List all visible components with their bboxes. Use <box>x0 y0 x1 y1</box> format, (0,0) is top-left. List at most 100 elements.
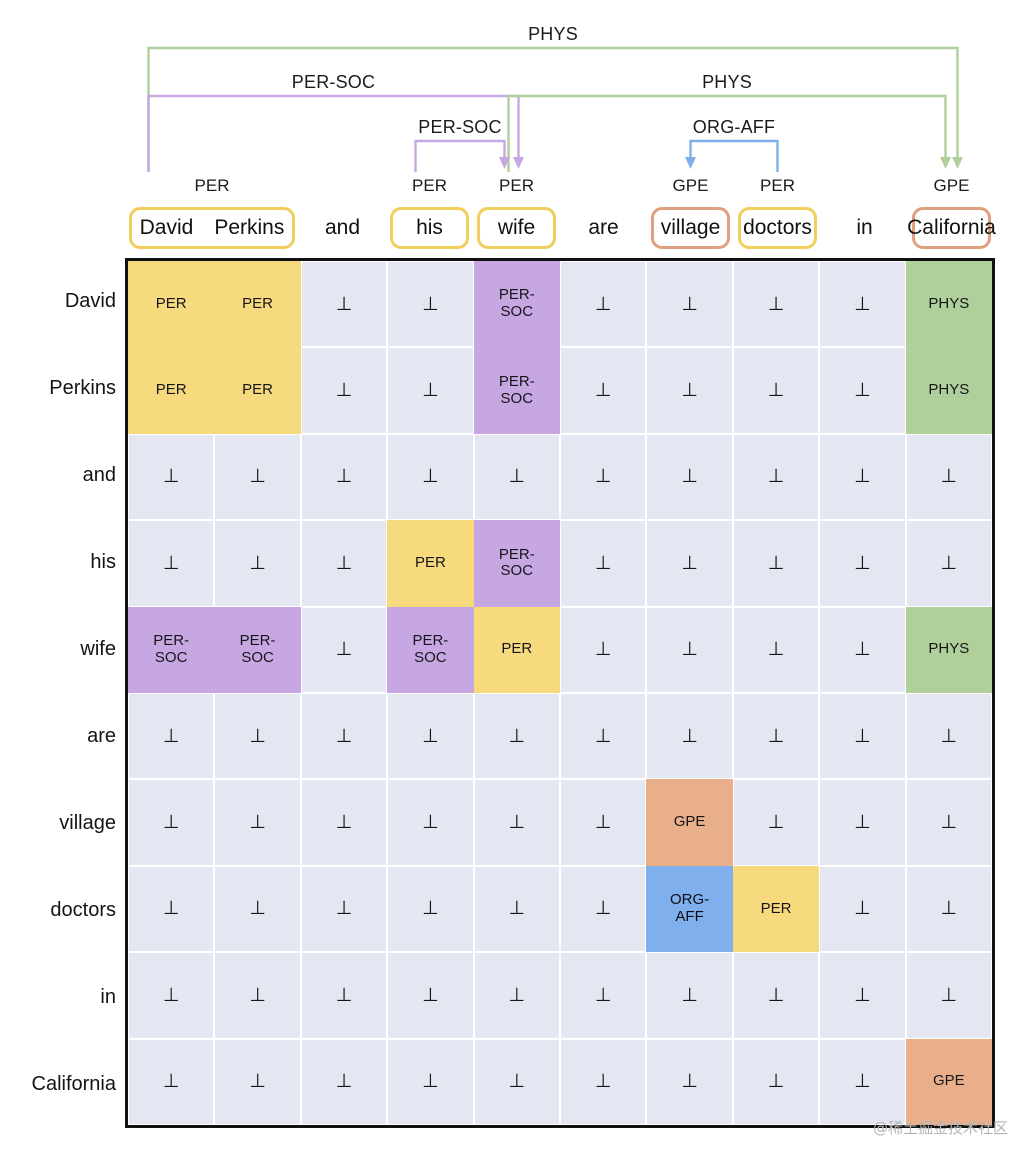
matrix-cell[interactable]: PER-SOC <box>128 606 215 693</box>
matrix-cell[interactable]: PER <box>128 347 215 434</box>
matrix-cell[interactable]: ⊥ <box>560 693 647 780</box>
matrix-cell[interactable]: ⊥ <box>560 606 647 693</box>
matrix-cell[interactable]: ⊥ <box>214 952 301 1039</box>
matrix-cell[interactable]: ⊥ <box>905 779 992 866</box>
matrix-cell[interactable]: PER <box>214 347 301 434</box>
matrix-cell[interactable]: ⊥ <box>300 261 388 348</box>
matrix-cell[interactable]: ⊥ <box>732 347 820 434</box>
matrix-cell[interactable]: ⊥ <box>905 693 992 780</box>
matrix-cell[interactable]: PER <box>214 261 301 348</box>
matrix-cell[interactable]: ⊥ <box>732 779 820 866</box>
matrix-cell[interactable]: PHYS <box>905 347 992 434</box>
matrix-cell[interactable]: ⊥ <box>646 520 733 607</box>
matrix-cell[interactable]: ⊥ <box>819 606 906 693</box>
matrix-cell[interactable]: ⊥ <box>646 952 733 1039</box>
matrix-cell[interactable]: ⊥ <box>905 433 992 521</box>
matrix-cell[interactable]: ⊥ <box>646 693 733 780</box>
matrix-cell[interactable]: ⊥ <box>646 261 733 348</box>
matrix-cell[interactable]: ⊥ <box>387 952 474 1039</box>
matrix-cell[interactable]: ⊥ <box>473 693 560 780</box>
matrix-cell[interactable]: ⊥ <box>300 865 388 953</box>
matrix-cell[interactable]: ⊥ <box>214 693 301 780</box>
matrix-cell[interactable]: ⊥ <box>732 520 820 607</box>
matrix-cell[interactable]: ⊥ <box>732 606 820 693</box>
matrix-cell[interactable]: ⊥ <box>646 347 733 434</box>
matrix-cell[interactable]: ⊥ <box>300 779 388 866</box>
matrix-cell[interactable]: ⊥ <box>128 1038 215 1125</box>
matrix-cell[interactable]: ORG-AFF <box>646 865 733 953</box>
matrix-cell[interactable]: ⊥ <box>473 779 560 866</box>
matrix-cell[interactable]: ⊥ <box>387 433 474 521</box>
matrix-cell[interactable]: ⊥ <box>560 952 647 1039</box>
matrix-cell[interactable]: ⊥ <box>732 433 820 521</box>
matrix-cell[interactable]: ⊥ <box>300 520 388 607</box>
matrix-cell[interactable]: ⊥ <box>819 433 906 521</box>
matrix-cell[interactable]: PER-SOC <box>473 520 560 607</box>
matrix-cell[interactable]: ⊥ <box>387 693 474 780</box>
matrix-cell[interactable]: PER <box>732 865 820 953</box>
matrix-cell[interactable]: ⊥ <box>732 1038 820 1125</box>
matrix-cell[interactable]: ⊥ <box>905 520 992 607</box>
matrix-cell[interactable]: ⊥ <box>560 347 647 434</box>
matrix-cell[interactable]: PER-SOC <box>214 606 301 693</box>
matrix-cell[interactable]: PHYS <box>905 261 992 348</box>
matrix-cell[interactable]: ⊥ <box>732 261 820 348</box>
matrix-cell[interactable]: ⊥ <box>214 433 301 521</box>
matrix-cell[interactable]: ⊥ <box>732 693 820 780</box>
matrix-cell[interactable]: ⊥ <box>473 952 560 1039</box>
matrix-cell[interactable]: ⊥ <box>819 779 906 866</box>
matrix-cell[interactable]: ⊥ <box>214 1038 301 1125</box>
matrix-cell[interactable]: PER <box>473 606 560 693</box>
matrix-cell[interactable]: ⊥ <box>387 865 474 953</box>
matrix-cell[interactable]: ⊥ <box>128 865 215 953</box>
matrix-cell[interactable]: ⊥ <box>214 779 301 866</box>
matrix-cell[interactable]: ⊥ <box>387 779 474 866</box>
matrix-cell[interactable]: ⊥ <box>300 347 388 434</box>
matrix-cell[interactable]: ⊥ <box>387 1038 474 1125</box>
matrix-cell[interactable]: ⊥ <box>819 261 906 348</box>
matrix-cell[interactable]: PER-SOC <box>473 347 560 434</box>
matrix-cell[interactable]: ⊥ <box>473 1038 560 1125</box>
matrix-cell[interactable]: ⊥ <box>560 433 647 521</box>
matrix-cell[interactable]: ⊥ <box>128 952 215 1039</box>
matrix-cell[interactable]: ⊥ <box>214 520 301 607</box>
matrix-cell[interactable]: ⊥ <box>300 952 388 1039</box>
matrix-cell[interactable]: ⊥ <box>387 347 474 434</box>
matrix-cell[interactable]: ⊥ <box>300 433 388 521</box>
matrix-cell[interactable]: ⊥ <box>128 779 215 866</box>
matrix-cell[interactable]: ⊥ <box>646 1038 733 1125</box>
matrix-cell[interactable]: ⊥ <box>128 433 215 521</box>
matrix-cell[interactable]: ⊥ <box>819 865 906 953</box>
matrix-cell[interactable]: ⊥ <box>819 1038 906 1125</box>
matrix-cell[interactable]: ⊥ <box>560 1038 647 1125</box>
matrix-cell[interactable]: ⊥ <box>300 1038 388 1125</box>
matrix-cell[interactable]: ⊥ <box>905 865 992 953</box>
matrix-cell[interactable]: ⊥ <box>387 261 474 348</box>
matrix-cell[interactable]: ⊥ <box>646 433 733 521</box>
matrix-cell[interactable]: ⊥ <box>819 347 906 434</box>
matrix-cell[interactable]: ⊥ <box>560 520 647 607</box>
matrix-cell[interactable]: PER-SOC <box>387 606 474 693</box>
matrix-cell[interactable]: ⊥ <box>473 865 560 953</box>
matrix-cell[interactable]: PHYS <box>905 606 992 693</box>
matrix-cell[interactable]: PER <box>128 261 215 348</box>
matrix-cell[interactable]: ⊥ <box>128 520 215 607</box>
matrix-cell[interactable]: ⊥ <box>646 606 733 693</box>
matrix-cell[interactable]: GPE <box>905 1038 992 1125</box>
matrix-cell[interactable]: ⊥ <box>560 779 647 866</box>
matrix-cell[interactable]: ⊥ <box>214 865 301 953</box>
matrix-cell[interactable]: ⊥ <box>732 952 820 1039</box>
matrix-cell[interactable]: ⊥ <box>905 952 992 1039</box>
matrix-cell[interactable]: ⊥ <box>560 261 647 348</box>
matrix-cell[interactable]: ⊥ <box>128 693 215 780</box>
matrix-cell[interactable]: ⊥ <box>560 865 647 953</box>
matrix-cell[interactable]: GPE <box>646 779 733 866</box>
matrix-cell[interactable]: ⊥ <box>473 433 560 521</box>
matrix-cell[interactable]: ⊥ <box>300 693 388 780</box>
matrix-cell[interactable]: ⊥ <box>819 520 906 607</box>
matrix-cell[interactable]: ⊥ <box>819 693 906 780</box>
matrix-cell[interactable]: PER-SOC <box>473 261 560 348</box>
matrix-cell[interactable]: ⊥ <box>300 606 388 693</box>
matrix-cell[interactable]: ⊥ <box>819 952 906 1039</box>
matrix-cell[interactable]: PER <box>387 520 474 607</box>
